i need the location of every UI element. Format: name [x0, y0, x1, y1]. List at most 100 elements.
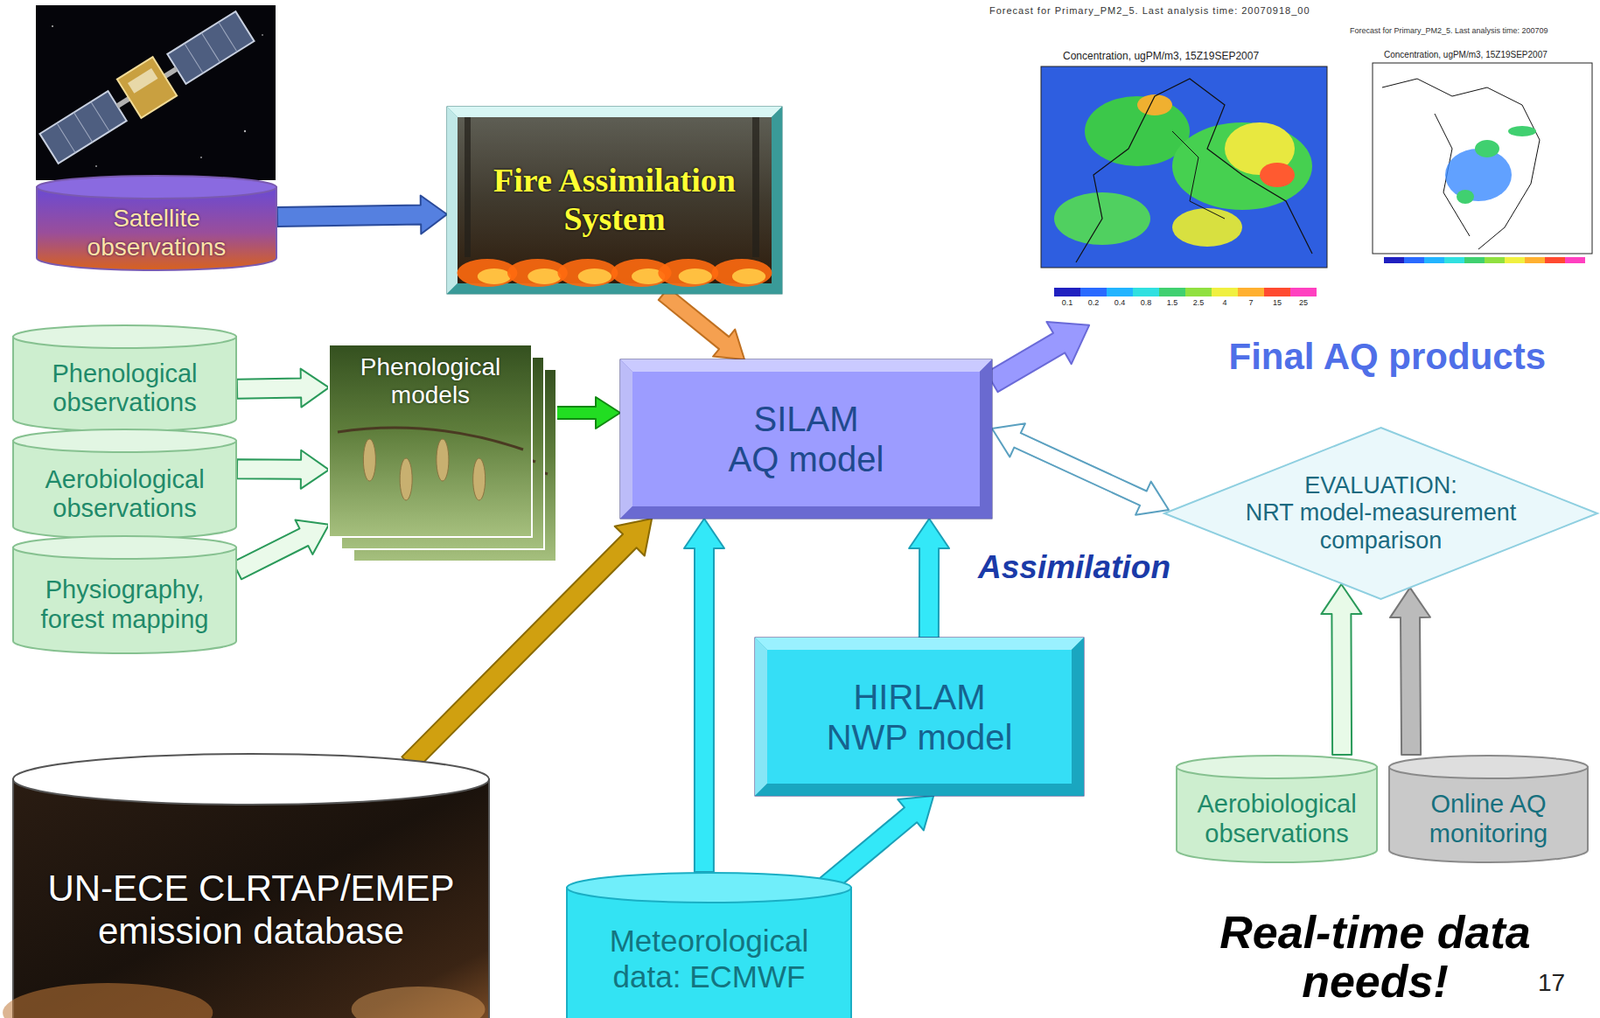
database-cylinder-shape [1176, 767, 1377, 863]
model-box-shape [979, 359, 993, 519]
finland-map [1424, 257, 1445, 264]
database-cylinder-shape [1389, 767, 1588, 863]
satellite-photo [56, 123, 76, 154]
database-cylinder-shape [36, 187, 277, 271]
colorbar-value: 0.8 [1140, 298, 1153, 308]
finland-map [1372, 62, 1593, 264]
database-cylinder-shape [1176, 755, 1377, 779]
block-arrow [820, 796, 934, 894]
satellite-photo [201, 32, 220, 63]
model-box-shape [620, 359, 993, 519]
process-box-shape [578, 268, 612, 285]
satellite-photo [95, 165, 98, 168]
decision-diamond-shape [1164, 427, 1598, 600]
process-box-shape [732, 268, 766, 285]
satellite-photo [127, 68, 159, 94]
colorbar-value: 7 [1248, 298, 1253, 308]
finland-map [1445, 148, 1512, 202]
block-arrow [992, 423, 1169, 515]
node-text: Phenological observations [50, 359, 200, 419]
satellite-photo [117, 56, 177, 119]
satellite-photo [35, 5, 276, 181]
satellite-photo [261, 34, 264, 36]
colorbar-value: 2.5 [1193, 298, 1205, 308]
model-stack: Phenological models [328, 344, 557, 562]
process-box-shape [657, 258, 719, 287]
database-cylinder-shape [13, 429, 237, 453]
finland-map [1508, 125, 1537, 137]
block-arrow [237, 450, 329, 490]
forecast-map [1080, 287, 1107, 297]
node-text: Meteorological data: ECMWF [607, 923, 811, 995]
forecast-map [1041, 66, 1328, 268]
node-text: Phenological models [358, 353, 503, 410]
model-stack-shape [328, 344, 532, 538]
satellite-photo [218, 21, 238, 52]
forecast-map [1041, 66, 1328, 297]
model-stack-shape [473, 458, 486, 501]
forecast-map [1172, 131, 1225, 219]
finland-map [1404, 257, 1425, 264]
page-number: 17 [1537, 969, 1566, 998]
satellite-photo [36, 6, 257, 168]
node-text: Final AQ products [1229, 335, 1546, 378]
database-cylinder-shape [13, 440, 237, 539]
finland-map [1456, 189, 1475, 204]
node-text: Satellite observations [85, 204, 228, 261]
satellite-photo [200, 156, 203, 159]
finland-map [1444, 257, 1465, 264]
colorbar-value: 25 [1299, 298, 1308, 308]
satellite-photo [51, 25, 54, 28]
block-arrow [232, 520, 329, 580]
finland-map [1544, 257, 1566, 264]
forecast-map [1132, 287, 1160, 297]
node-text: UN-ECE CLRTAP/EMEP emission database [46, 867, 457, 953]
block-arrow [556, 397, 621, 429]
assimilation-label: Assimilation [978, 549, 1171, 587]
process-box-shape [557, 258, 618, 287]
node-text: Fire Assimilation System [468, 161, 762, 238]
model-box-shape [754, 637, 1084, 650]
decision-diamond: EVALUATION:NRT model-measurement compari… [1163, 426, 1599, 601]
process-box-shape [447, 106, 458, 294]
model-box-shape [754, 637, 1084, 797]
map-caption: Concentration, ugPM/m3, 15Z19SEP2007 [1383, 49, 1548, 61]
satellite-photo [90, 101, 110, 132]
finland-map [1484, 257, 1505, 264]
forecast-map [1172, 122, 1313, 210]
finland-map [1565, 257, 1586, 264]
database-cylinder-shape [1389, 755, 1588, 779]
map-caption: Forecast for Primary_PM2_5. Last analysi… [1349, 26, 1549, 35]
database-cylinder: Online AQ monitoring [1388, 754, 1589, 863]
satellite-photo [39, 90, 126, 164]
satellite-photo [167, 11, 254, 84]
block-arrow [658, 287, 745, 360]
model-box-shape [620, 359, 633, 519]
block-arrow [1320, 584, 1362, 755]
block-arrow [277, 195, 448, 235]
database-cylinder: Physiography, forest mapping [12, 535, 238, 654]
block-arrow [985, 321, 1090, 392]
node-text: Aerobiological observations [43, 465, 207, 525]
forecast-map [1237, 287, 1265, 297]
process-box-shape [752, 117, 760, 258]
process-box-shape [527, 268, 561, 285]
forecast-map [1172, 208, 1243, 247]
finland-map [1464, 257, 1485, 264]
satellite-photo [73, 112, 92, 143]
satellite-photo [244, 130, 246, 133]
database-cylinder-shape [36, 175, 277, 199]
process-box-shape [712, 258, 773, 287]
database-cylinder: Satellite observations [35, 174, 278, 271]
process-box-shape [447, 106, 783, 118]
model-box-shape [620, 506, 993, 519]
forecast-map [1054, 287, 1081, 297]
note: Real-time data needs! [1218, 908, 1533, 1007]
process-box-shape [447, 106, 783, 294]
map-caption: Forecast for Primary_PM2_5. Last analysi… [989, 5, 1311, 17]
model-box-shape [632, 371, 980, 507]
database-cylinder-shape [13, 336, 237, 432]
colorbar-value: 1.5 [1166, 298, 1179, 308]
model-box: HIRLAM NWP model [754, 637, 1084, 797]
model-stack-shape [399, 458, 413, 501]
